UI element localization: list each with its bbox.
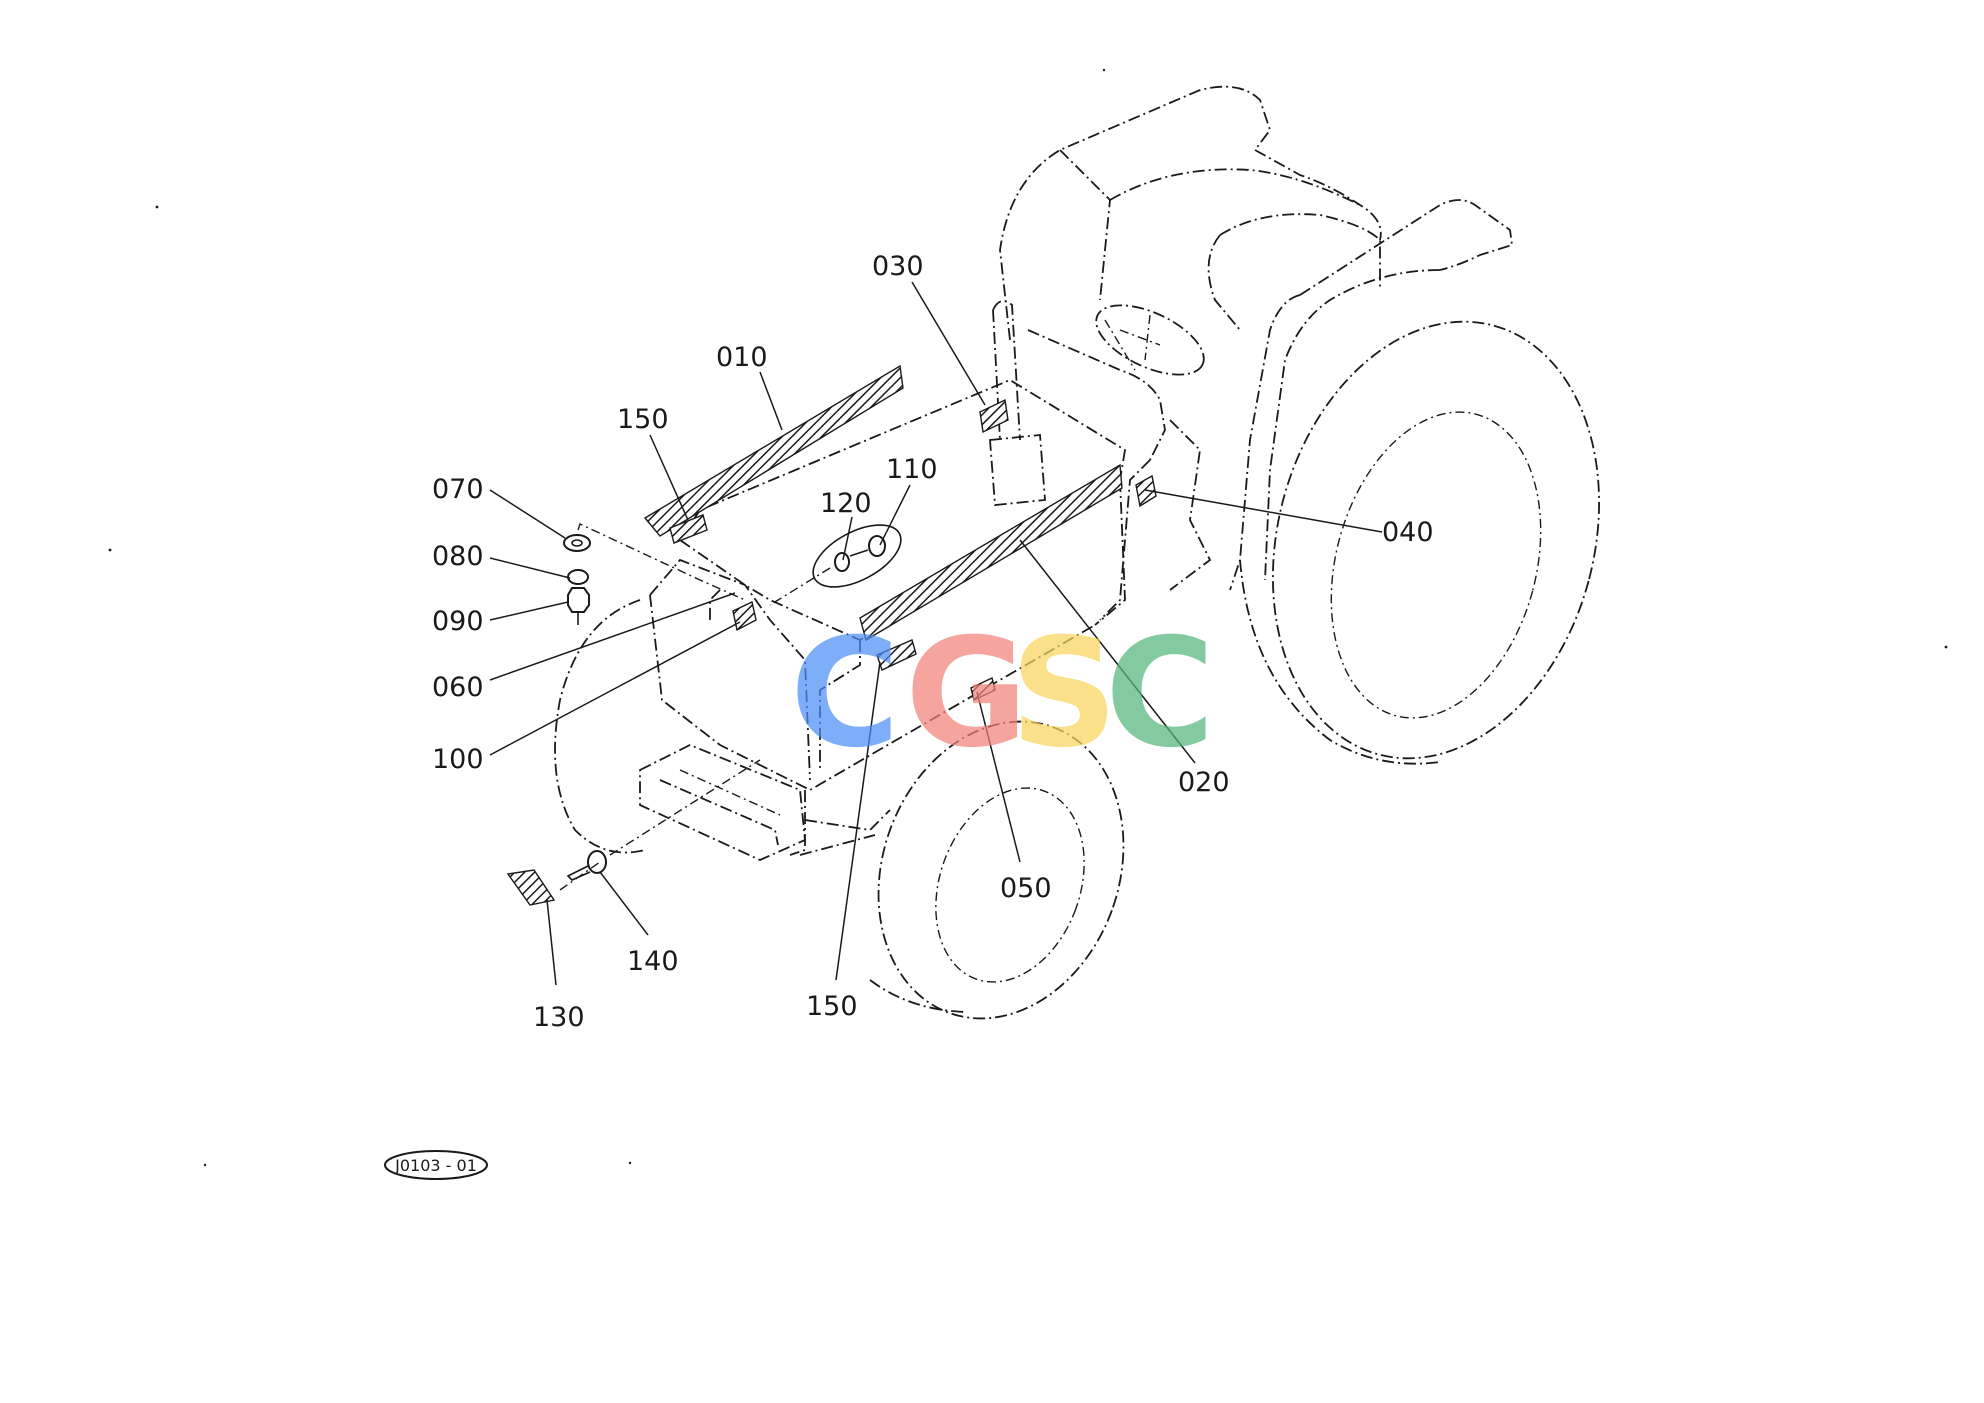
decal-030 [979,398,1009,434]
callout-020: 020 [1178,767,1230,798]
decal-040 [1135,474,1157,508]
screw-140 [566,850,607,881]
washer-080 [567,569,589,585]
callout-090: 090 [432,606,484,637]
reference-code-badge: J0103 - 01 [384,1150,488,1180]
washer-120 [834,552,850,572]
callout-labels: 010 150 030 110 120 040 020 050 070 080 … [432,251,1434,1033]
callout-110: 110 [886,454,938,485]
decal-020 [859,463,1123,642]
watermark-letter-c2: C [1105,607,1215,781]
decal-150-upper [669,514,708,544]
watermark-letter-c1: C [790,607,900,781]
watermark-letter-g: G [905,607,1028,781]
reference-code: J0103 - 01 [394,1156,477,1175]
emblem-060 [732,600,757,632]
callout-130: 130 [533,1002,585,1033]
callout-120: 120 [820,488,872,519]
watermark: C G S C [790,607,1215,781]
scan-dots [108,68,1948,1167]
nut-090 [567,587,590,625]
callout-150-upper: 150 [617,404,669,435]
callout-060: 060 [432,672,484,703]
callout-050: 050 [1000,873,1052,904]
callout-140: 140 [627,946,679,977]
callout-030: 030 [872,251,924,282]
decal-010 [643,364,904,537]
leader-lines [489,281,1383,986]
plate-130 [506,869,556,906]
callout-100: 100 [432,744,484,775]
callout-080: 080 [432,541,484,572]
callout-010: 010 [716,342,768,373]
bolt-110 [849,535,886,557]
callout-070: 070 [432,474,484,505]
callout-150-lower: 150 [806,991,858,1022]
watermark-letter-s: S [1010,607,1118,781]
tractor-outline [554,85,1600,1020]
callout-040: 040 [1382,517,1434,548]
washer-070 [563,534,591,552]
